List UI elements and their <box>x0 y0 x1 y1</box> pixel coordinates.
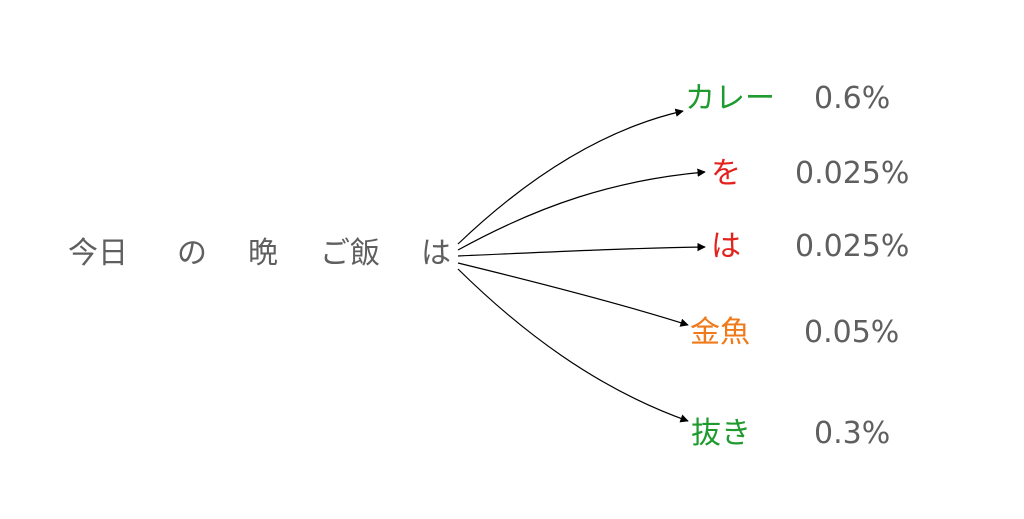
prediction-probability-curry: 0.6% <box>814 81 891 116</box>
source-token-gohan: ご飯 <box>320 236 380 271</box>
prediction-probability-ha: 0.025% <box>795 229 910 264</box>
arrow-to-curry <box>457 108 684 245</box>
prediction-probability-goldfish: 0.05% <box>804 315 900 350</box>
prediction-word-ha: は <box>711 229 741 264</box>
source-token-no: の <box>177 236 207 271</box>
prediction-word-curry: カレー <box>685 81 775 116</box>
prediction-word-nuki: 抜き <box>691 416 751 451</box>
arrow-to-ha <box>457 242 706 257</box>
source-token-kyou: 今日 <box>68 236 128 271</box>
arrow-to-wo <box>457 168 706 251</box>
prediction-probability-nuki: 0.3% <box>814 416 891 451</box>
prediction-probability-wo: 0.025% <box>795 156 910 191</box>
arrow-to-nuki <box>457 268 689 423</box>
arrow-to-goldfish <box>457 262 689 327</box>
source-token-ha: は <box>421 236 451 271</box>
prediction-word-wo: を <box>711 156 741 191</box>
source-token-ban: 晩 <box>248 236 278 271</box>
prediction-word-goldfish: 金魚 <box>690 315 750 350</box>
